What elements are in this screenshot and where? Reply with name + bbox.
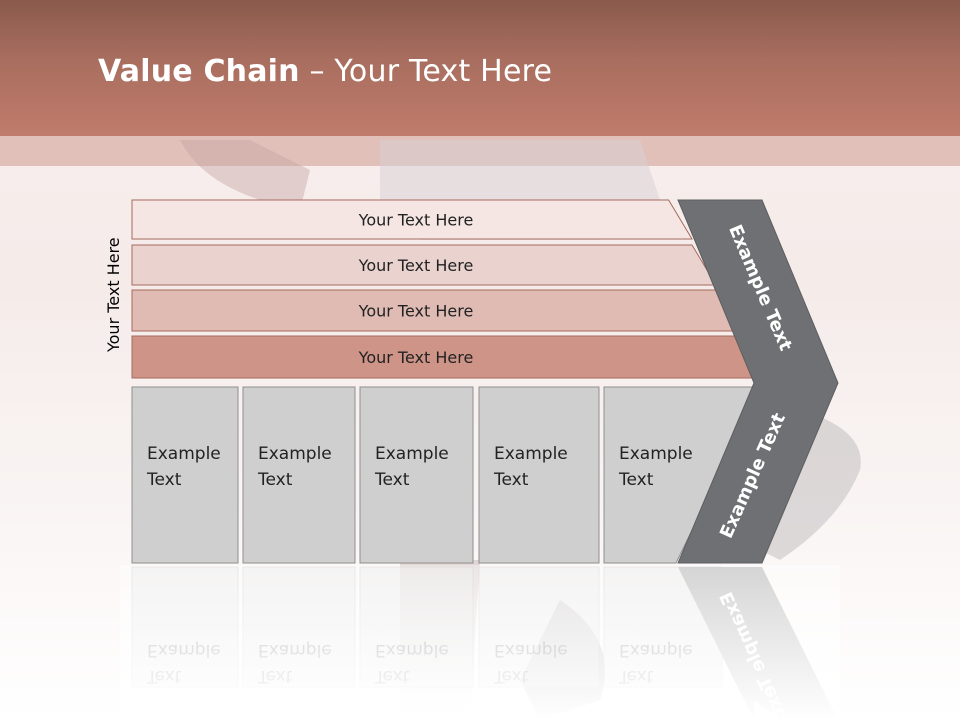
box-label-line1: Example (375, 444, 449, 464)
band-1[interactable] (131, 199, 693, 240)
band-label: Your Text Here (358, 211, 474, 230)
figure-arm-shape (180, 140, 310, 210)
band-label: Your Text Here (358, 302, 474, 321)
box-label-line2: Text (257, 470, 293, 490)
slide-title-rest: – Your Text Here (299, 54, 553, 89)
box-label-line1: Example (258, 444, 332, 464)
slide-title[interactable]: Value Chain – Your Text Here (98, 54, 552, 89)
box-label-line2: Text (618, 470, 654, 490)
box-label-line1: Example (619, 444, 693, 464)
box-2[interactable] (242, 386, 356, 564)
box-5[interactable] (603, 386, 763, 564)
slide-title-bold: Value Chain (98, 54, 300, 89)
box-1[interactable] (131, 386, 239, 564)
box-label-line2: Text (493, 470, 529, 490)
chevron-arrow[interactable] (677, 199, 839, 564)
box-label-line1: Example (147, 444, 221, 464)
reflection-fade (120, 565, 840, 720)
band-label: Your Text Here (358, 256, 474, 275)
box-4[interactable] (478, 386, 600, 564)
box-label-line2: Text (374, 470, 410, 490)
title-bar (0, 0, 960, 136)
box-label-line2: Text (146, 470, 182, 490)
box-3[interactable] (359, 386, 474, 564)
band-label: Your Text Here (358, 348, 474, 367)
box-label-line1: Example (494, 444, 568, 464)
